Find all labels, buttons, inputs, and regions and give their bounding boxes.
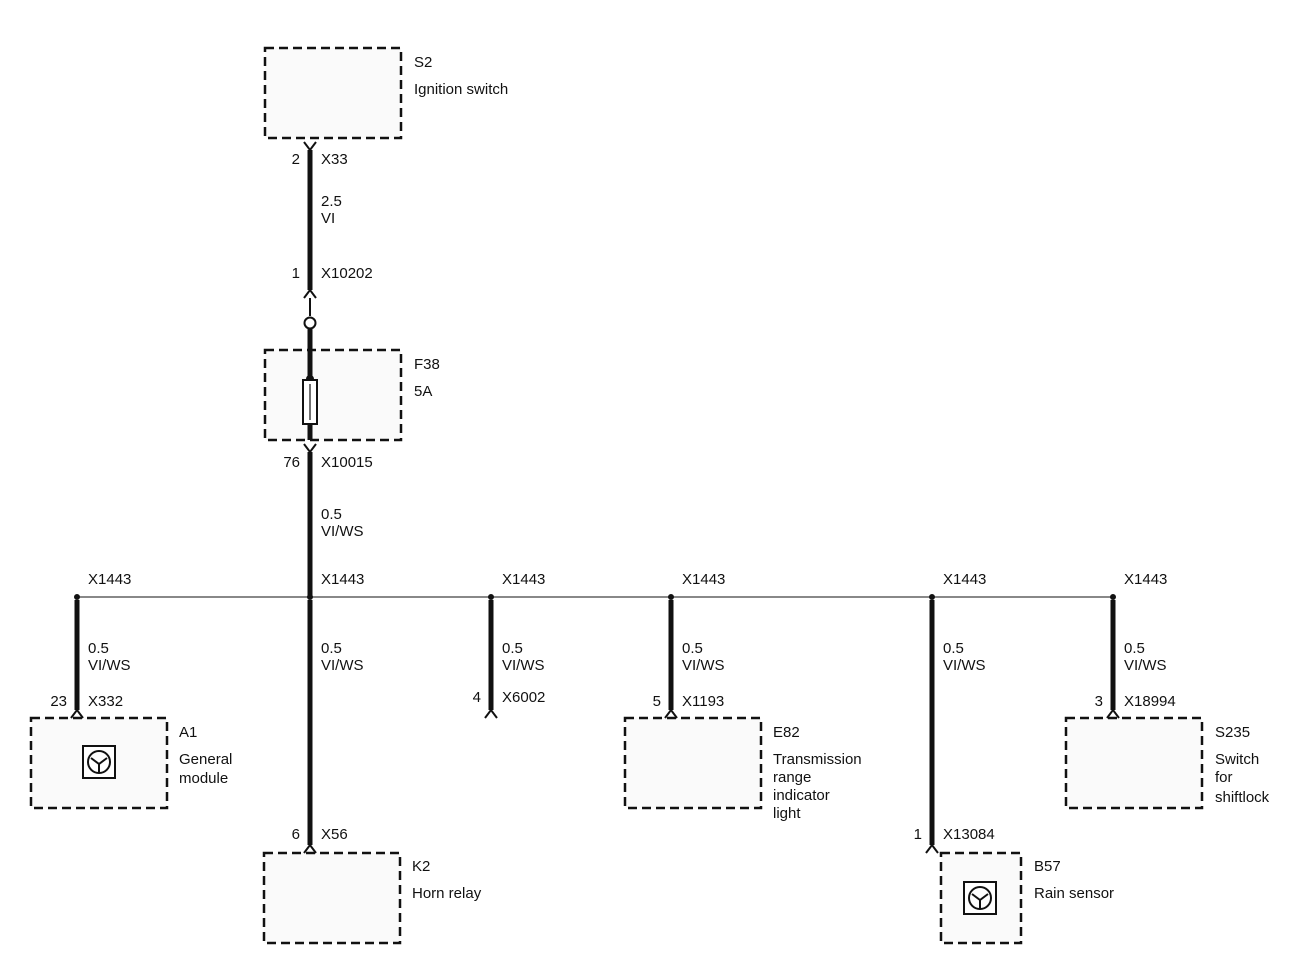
connector-label-x10015: X10015 [321,454,373,471]
connector-x6002-icon [484,708,498,719]
wire-color-e82: VI/WS [682,657,725,674]
pin-x33: 2 [292,151,300,168]
wire-size-k2: 0.5 [321,640,342,657]
connector-x1193-icon [664,708,678,719]
connector-label-x33: X33 [321,151,348,168]
splice-node-a1 [74,594,80,600]
component-id-s2: S2 [414,54,432,71]
splice-label-1: X1443 [88,571,131,588]
component-name-a1-line1: General [179,751,232,768]
wire-color-main-mid: VI/WS [321,523,364,540]
connector-label-x1193: X1193 [682,693,724,710]
component-name-s235-line3: shiftlock [1215,789,1270,806]
splice-node-b57 [929,594,935,600]
connector-x10202-icon [303,288,317,299]
component-name-s235-line2: for [1215,769,1233,786]
wire-size-x6002: 0.5 [502,640,523,657]
wire-color-s235: VI/WS [1124,657,1167,674]
wire-color-main-top: VI [321,210,335,227]
component-id-a1: A1 [179,724,197,741]
component-name-e82-line2: range [773,769,811,786]
rain-sensor-unit-icon [963,881,997,915]
component-name-s2: Ignition switch [414,81,508,98]
connector-x10015-icon [303,443,317,454]
connector-label-x6002: X6002 [502,689,545,706]
pin-x1193: 5 [653,693,661,710]
wire-size-s235: 0.5 [1124,640,1145,657]
wire-size-a1: 0.5 [88,640,109,657]
component-name-f38: 5A [414,383,432,400]
pin-x10015: 76 [283,454,300,471]
splice-label-5: X1443 [943,571,986,588]
splice-node-x6002 [488,594,494,600]
connector-label-x56: X56 [321,826,348,843]
wire-color-x6002: VI/WS [502,657,545,674]
connector-label-x18994: X18994 [1124,693,1176,710]
component-name-s235-line1: Switch [1215,751,1259,768]
connector-x10202-terminal-icon [303,316,317,330]
component-id-s235: S235 [1215,724,1250,741]
connector-x332-icon [70,708,84,719]
wire-size-e82: 0.5 [682,640,703,657]
component-id-k2: K2 [412,858,430,875]
splice-label-6: X1443 [1124,571,1167,588]
connector-label-x332: X332 [88,693,123,710]
connector-label-x10202: X10202 [321,265,373,282]
connector-label-x13084: X13084 [943,826,995,843]
component-name-e82-line3: indicator [773,787,830,804]
fuse-f38-box [263,348,403,442]
shiftlock-switch-box [1064,716,1204,810]
component-name-k2: Horn relay [412,885,482,902]
wire-color-k2: VI/WS [321,657,364,674]
connector-x18994-icon [1106,708,1120,719]
pin-x6002: 4 [473,689,481,706]
pin-x10202: 1 [292,265,300,282]
component-name-e82-line1: Transmission [773,751,862,768]
splice-node-e82 [668,594,674,600]
component-name-e82-line4: light [773,805,801,822]
wire-size-b57: 0.5 [943,640,964,657]
wire-color-b57: VI/WS [943,657,986,674]
splice-label-3: X1443 [502,571,545,588]
component-name-b57: Rain sensor [1034,885,1114,902]
component-name-a1-line2: module [179,770,228,787]
ignition-switch-box [263,46,403,140]
horn-relay-box [262,851,402,945]
pin-x332: 23 [50,693,67,710]
connector-x13084-icon [925,843,939,854]
pin-x56: 6 [292,826,300,843]
connector-x33-icon [303,141,317,152]
component-id-e82: E82 [773,724,800,741]
wire-size-main-mid: 0.5 [321,506,342,523]
splice-node-s235 [1110,594,1116,600]
wire-size-main-top: 2.5 [321,193,342,210]
splice-node-main [307,594,313,600]
splice-label-4: X1443 [682,571,725,588]
component-id-b57: B57 [1034,858,1061,875]
pin-x13084: 1 [914,826,922,843]
connector-x56-icon [303,843,317,854]
control-unit-icon [82,745,116,779]
splice-label-2: X1443 [321,571,364,588]
pin-x18994: 3 [1095,693,1103,710]
wire-color-a1: VI/WS [88,657,131,674]
component-id-f38: F38 [414,356,440,373]
transmission-range-light-box [623,716,763,810]
